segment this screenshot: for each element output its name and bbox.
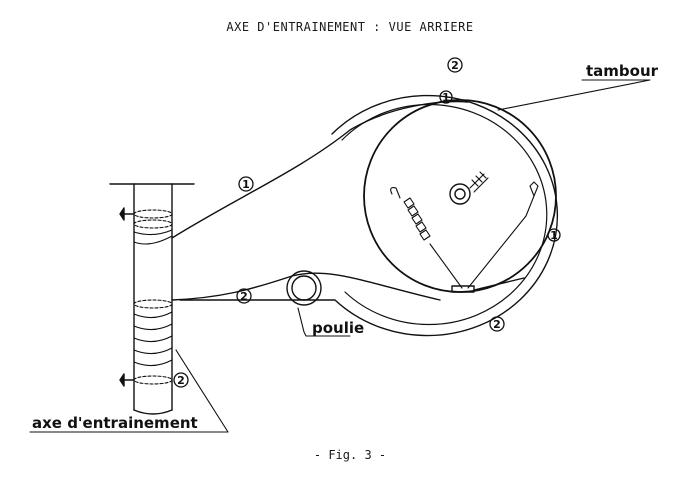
label-tambour: tambour — [586, 62, 659, 80]
drum — [179, 94, 559, 337]
label-axe: axe d'entrainement — [32, 414, 198, 432]
cable-clamp — [451, 285, 475, 293]
label-poulie: poulie — [312, 319, 364, 337]
drive-axle — [109, 183, 195, 415]
pulley — [286, 270, 322, 306]
leader-tambour — [497, 79, 651, 111]
leader-poulie — [297, 307, 351, 337]
figure-caption: - Fig. 3 - — [313, 448, 387, 462]
housing-outline — [179, 94, 559, 337]
cable-two-exit — [473, 277, 525, 291]
marker-one-drum: 1 — [442, 91, 450, 104]
hub-screw — [469, 171, 489, 193]
upper-coil — [133, 209, 173, 245]
tension-spring — [390, 187, 463, 289]
right-hook — [467, 181, 539, 289]
cable-one — [171, 100, 469, 239]
marker-two-cable: 2 — [240, 290, 248, 303]
marker-one-right: 1 — [550, 229, 558, 242]
lower-coil — [133, 299, 173, 385]
marker-two-top: 2 — [451, 59, 459, 72]
leader-axe — [29, 349, 229, 433]
drum-hub-inner — [454, 188, 466, 200]
wing-screw-lower — [119, 373, 135, 387]
figure-title: AXE D'ENTRAINEMENT : VUE ARRIERE — [226, 20, 474, 34]
axle-bottom-edge — [133, 409, 173, 415]
marker-two-axle: 2 — [177, 374, 185, 387]
cable-two — [171, 272, 441, 301]
drum-hub-outer — [449, 183, 471, 205]
marker-one-cable: 1 — [242, 178, 250, 191]
marker-two-bottom: 2 — [493, 318, 501, 331]
wing-screw-upper — [119, 207, 135, 221]
drum-disc — [363, 99, 557, 293]
